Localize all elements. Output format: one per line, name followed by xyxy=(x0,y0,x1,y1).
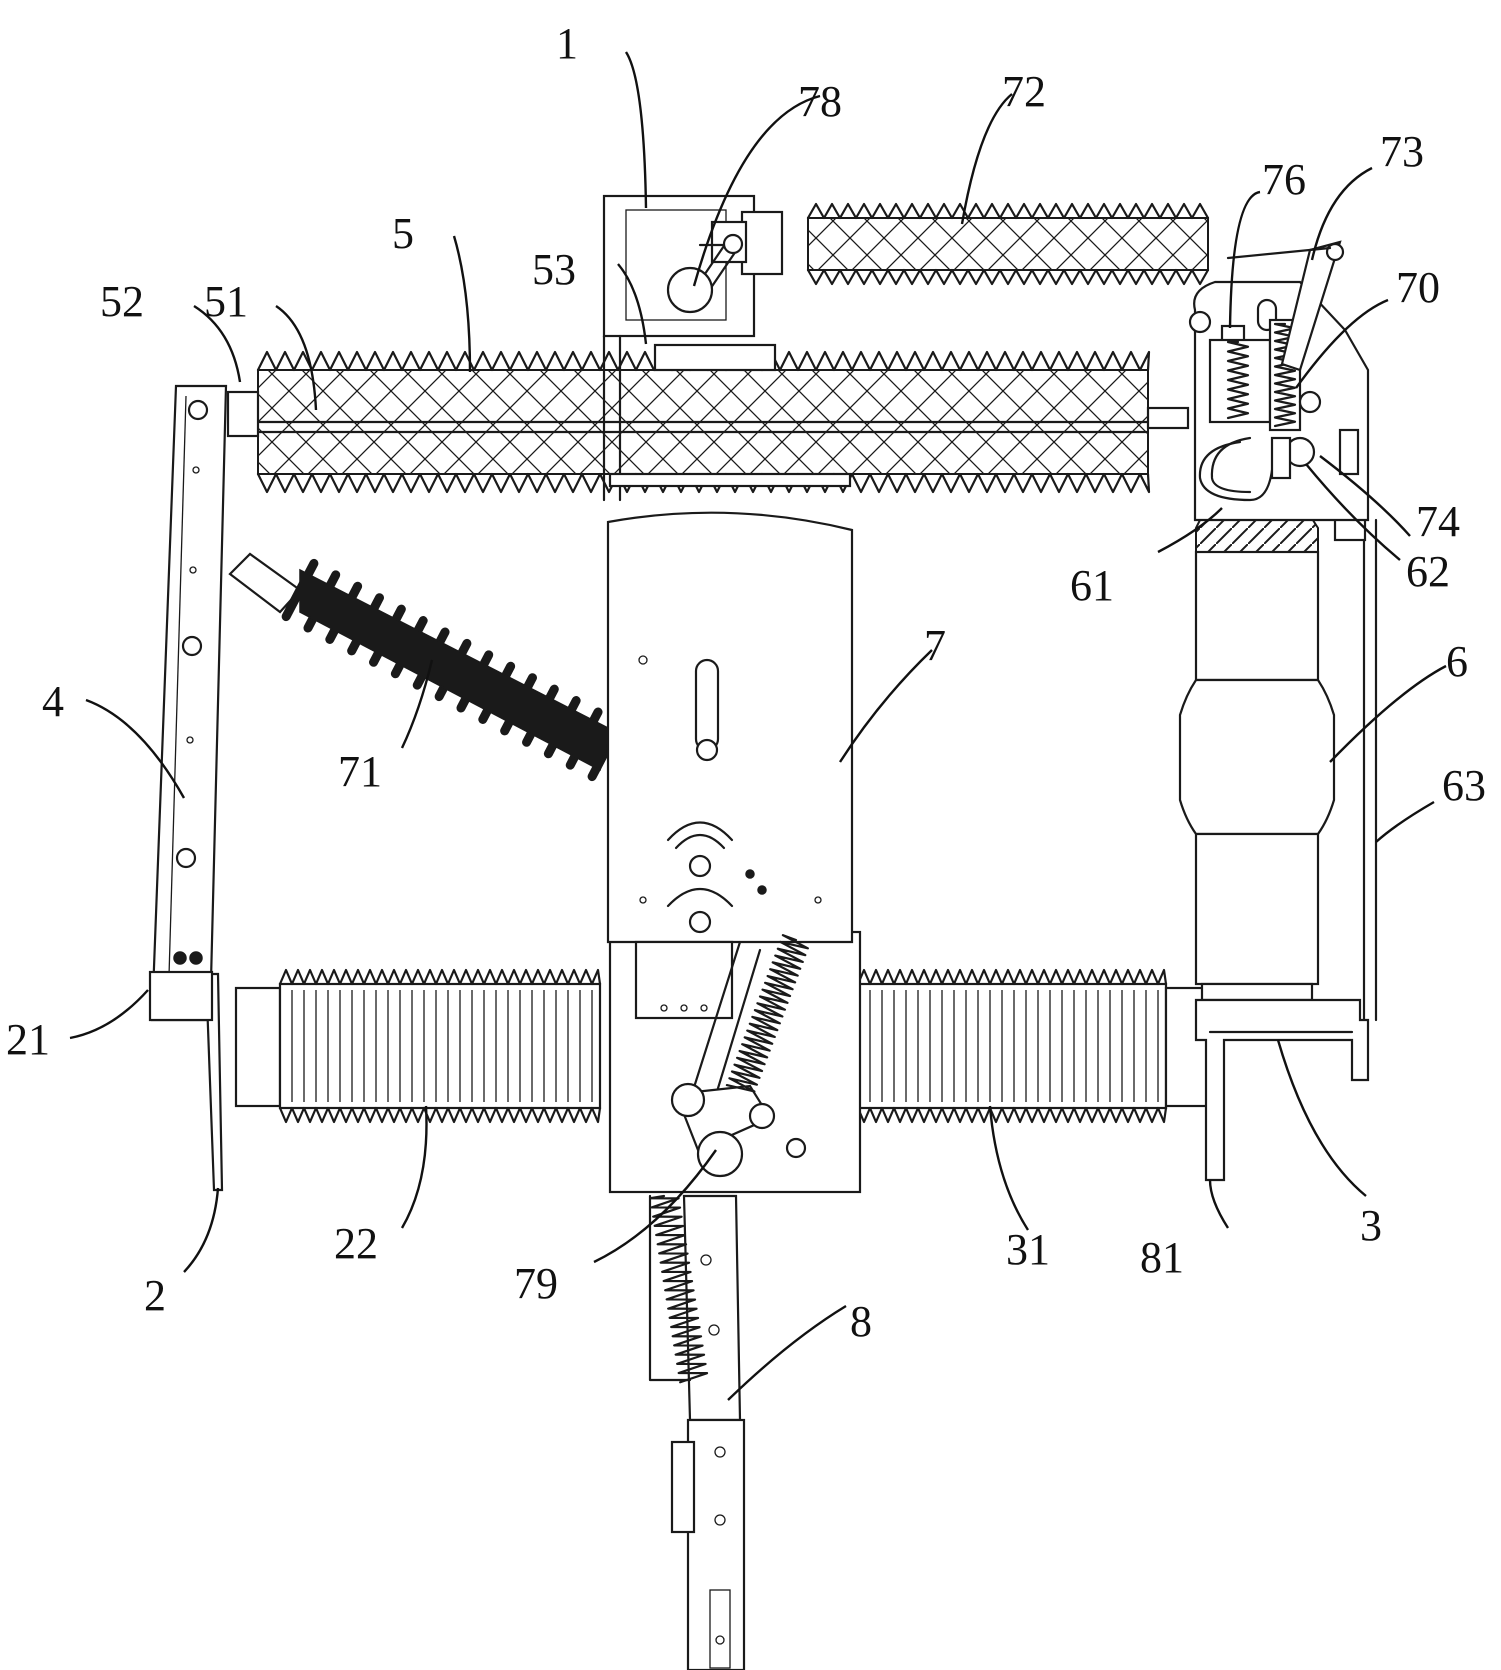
label-1: 1 xyxy=(556,19,578,68)
label-31: 31 xyxy=(1006,1225,1050,1274)
label-70: 70 xyxy=(1396,263,1440,312)
label-8: 8 xyxy=(850,1297,872,1346)
label-72: 72 xyxy=(1002,67,1046,116)
crank-link xyxy=(666,233,744,314)
label-7: 7 xyxy=(924,621,946,670)
label-79: 79 xyxy=(514,1259,558,1308)
operating-rod xyxy=(648,1194,746,1670)
label-51: 51 xyxy=(204,277,248,326)
label-53: 53 xyxy=(532,245,576,294)
upper-insulator xyxy=(698,202,1210,286)
lower-right-bellows xyxy=(844,968,1212,1124)
label-5: 5 xyxy=(392,209,414,258)
main-horizontal-insulator xyxy=(226,343,1190,494)
label-63: 63 xyxy=(1442,761,1486,810)
vacuum-interrupter xyxy=(1178,498,1378,1022)
label-61: 61 xyxy=(1070,561,1114,610)
label-76: 76 xyxy=(1262,155,1306,204)
leader-lines xyxy=(69,51,1447,1401)
label-3: 3 xyxy=(1360,1201,1382,1250)
label-81: 81 xyxy=(1140,1233,1184,1282)
top-right-mechanism xyxy=(1188,240,1370,522)
mounting-plate xyxy=(148,970,224,1192)
label-21: 21 xyxy=(6,1015,50,1064)
diagonal-insulator xyxy=(228,552,625,782)
label-6: 6 xyxy=(1446,637,1468,686)
label-62: 62 xyxy=(1406,547,1450,596)
label-22: 22 xyxy=(334,1219,378,1268)
label-52: 52 xyxy=(100,277,144,326)
label-71: 71 xyxy=(338,747,382,796)
reference-labels: 1 78 72 76 73 5 53 70 52 51 74 61 62 7 6… xyxy=(6,19,1486,1346)
label-2: 2 xyxy=(144,1271,166,1320)
lower-terminal xyxy=(1194,998,1370,1182)
label-74: 74 xyxy=(1416,497,1460,546)
label-78: 78 xyxy=(798,77,842,126)
upper-bracket xyxy=(602,194,756,502)
lower-left-bellows xyxy=(234,968,602,1124)
label-4: 4 xyxy=(42,677,64,726)
label-73: 73 xyxy=(1380,127,1424,176)
linkage-mechanism xyxy=(670,934,809,1178)
lever-arm xyxy=(150,384,228,1022)
